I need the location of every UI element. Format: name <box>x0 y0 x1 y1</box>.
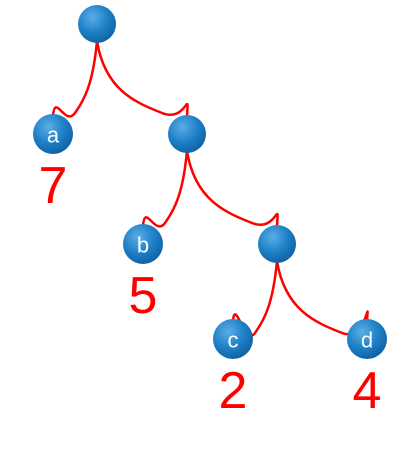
tree-edges <box>51 39 369 337</box>
internal-node <box>168 115 206 153</box>
leaf-node-d: d <box>347 319 387 359</box>
node-label: a <box>47 123 60 148</box>
internal-node <box>78 5 116 43</box>
node-ball <box>78 5 116 43</box>
node-label: c <box>228 328 239 353</box>
node-ball <box>347 319 387 359</box>
leaf-node-a: a <box>33 114 73 154</box>
internal-node <box>258 225 296 263</box>
leaf-weight: 7 <box>39 157 68 215</box>
tree-edge <box>185 149 279 228</box>
leaf-weight: 5 <box>129 267 158 325</box>
tree-edge <box>231 259 279 337</box>
node-ball <box>213 319 253 359</box>
leaf-weight: 4 <box>353 362 382 420</box>
leaf-weights: 7 5 2 4 <box>39 157 382 420</box>
tree-edge <box>51 39 99 118</box>
tree-edge <box>275 259 369 336</box>
tree-edge <box>95 39 189 118</box>
node-label: b <box>137 233 149 258</box>
node-ball <box>123 224 163 264</box>
node-ball <box>33 114 73 154</box>
node-ball <box>258 225 296 263</box>
leaf-weight: 2 <box>219 362 248 420</box>
leaf-node-b: b <box>123 224 163 264</box>
node-label: d <box>361 328 373 353</box>
node-ball <box>168 115 206 153</box>
tree-nodes: a b c d <box>33 5 387 359</box>
tree-edge <box>141 149 189 228</box>
leaf-node-c: c <box>213 319 253 359</box>
